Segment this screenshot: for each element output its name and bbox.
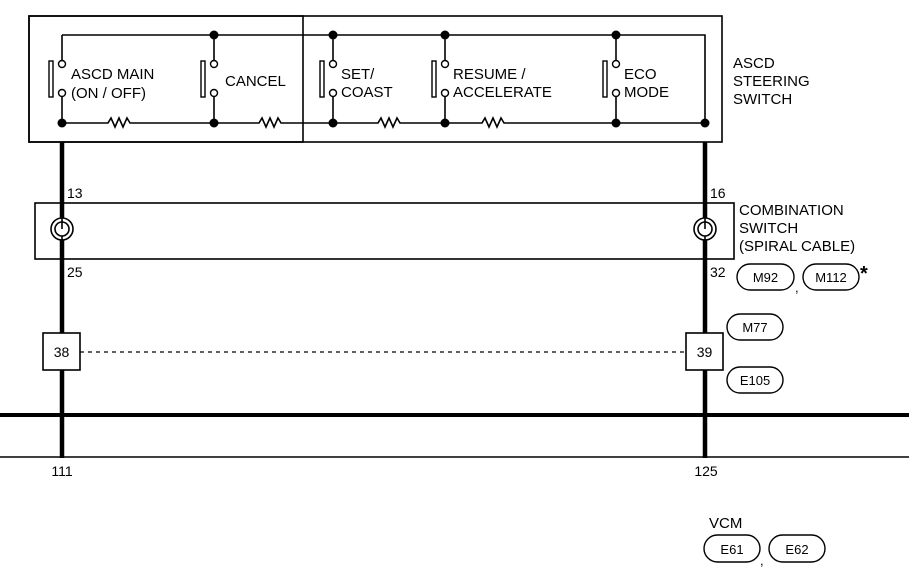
connector-badge-e62: E62: [768, 534, 826, 563]
junction-dots: [57, 30, 710, 128]
svg-text:SWITCH: SWITCH: [733, 91, 792, 108]
switch-actuator-icon: [319, 60, 325, 98]
switch-set-coast: SET/ COAST: [319, 35, 393, 123]
svg-text:39: 39: [697, 344, 713, 360]
switch-label-line1: RESUME /: [453, 66, 526, 83]
connector-badge-m77: M77: [726, 313, 784, 341]
switch-label-line2: (ON / OFF): [71, 85, 146, 102]
switch-eco-mode: ECO MODE: [602, 35, 669, 123]
spiral-cable-icon-right: [693, 203, 717, 259]
switch-label: CANCEL: [225, 73, 286, 90]
pin-box-38: 38: [42, 332, 81, 371]
steering-switch-outline: [28, 15, 723, 143]
switch-cancel: CANCEL: [200, 35, 286, 123]
pin-25: 25: [67, 264, 83, 280]
svg-text:SWITCH: SWITCH: [739, 220, 798, 237]
pin-box-39: 39: [685, 332, 724, 371]
pin-16: 16: [710, 185, 726, 201]
pin-32: 32: [710, 264, 726, 280]
steering-switch-label: ASCD STEERING SWITCH: [733, 55, 810, 108]
svg-text:38: 38: [54, 344, 70, 360]
steering-switch-housing: [28, 15, 723, 143]
switch-label-line2: COAST: [341, 84, 393, 101]
svg-text:M77: M77: [742, 320, 767, 335]
separator-comma: ,: [795, 280, 799, 295]
switch-label-line2: MODE: [624, 84, 669, 101]
switch-actuator-icon: [48, 60, 54, 98]
switch-label-line1: SET/: [341, 66, 375, 83]
svg-text:E62: E62: [785, 542, 808, 557]
pin-13: 13: [67, 185, 83, 201]
svg-text:ASCD: ASCD: [733, 55, 775, 72]
svg-text:(SPIRAL CABLE): (SPIRAL CABLE): [739, 238, 855, 255]
svg-text:STEERING: STEERING: [733, 73, 810, 90]
switch-ascd-main: ASCD MAIN (ON / OFF): [48, 35, 154, 123]
svg-text:M112: M112: [815, 270, 847, 285]
top-rail-wire: [62, 34, 706, 123]
switch-actuator-icon: [200, 60, 206, 98]
svg-text:E61: E61: [720, 542, 743, 557]
svg-text:COMBINATION: COMBINATION: [739, 202, 844, 219]
switch-resume-accelerate: RESUME / ACCELERATE: [431, 35, 552, 123]
spiral-cable-icon-left: [50, 203, 74, 259]
combination-switch-box: [34, 202, 735, 260]
resistor-3: [374, 116, 404, 129]
connector-badge-m112: M112: [802, 263, 860, 291]
switch-label-line1: ASCD MAIN: [71, 66, 154, 83]
switch-actuator-icon: [431, 60, 437, 98]
pin-111: 111: [51, 463, 72, 479]
svg-text:E105: E105: [740, 373, 770, 388]
connector-badge-m92: M92: [736, 263, 795, 291]
combination-switch-label: COMBINATION SWITCH (SPIRAL CABLE): [739, 202, 855, 255]
switch-label-line1: ECO: [624, 66, 657, 83]
svg-text:M92: M92: [753, 270, 778, 285]
resistor-1: [104, 116, 134, 129]
asterisk-note-icon: *: [860, 263, 868, 285]
connector-badge-e61: E61: [703, 534, 761, 563]
switch-label-line2: ACCELERATE: [453, 84, 552, 101]
vcm-label: VCM: [709, 515, 742, 532]
separator-comma: ,: [760, 553, 764, 568]
resistor-2: [255, 116, 285, 129]
resistor-4: [478, 116, 508, 129]
switch-actuator-icon: [602, 60, 608, 98]
connector-badge-e105: E105: [726, 366, 784, 394]
pin-125: 125: [694, 463, 718, 479]
